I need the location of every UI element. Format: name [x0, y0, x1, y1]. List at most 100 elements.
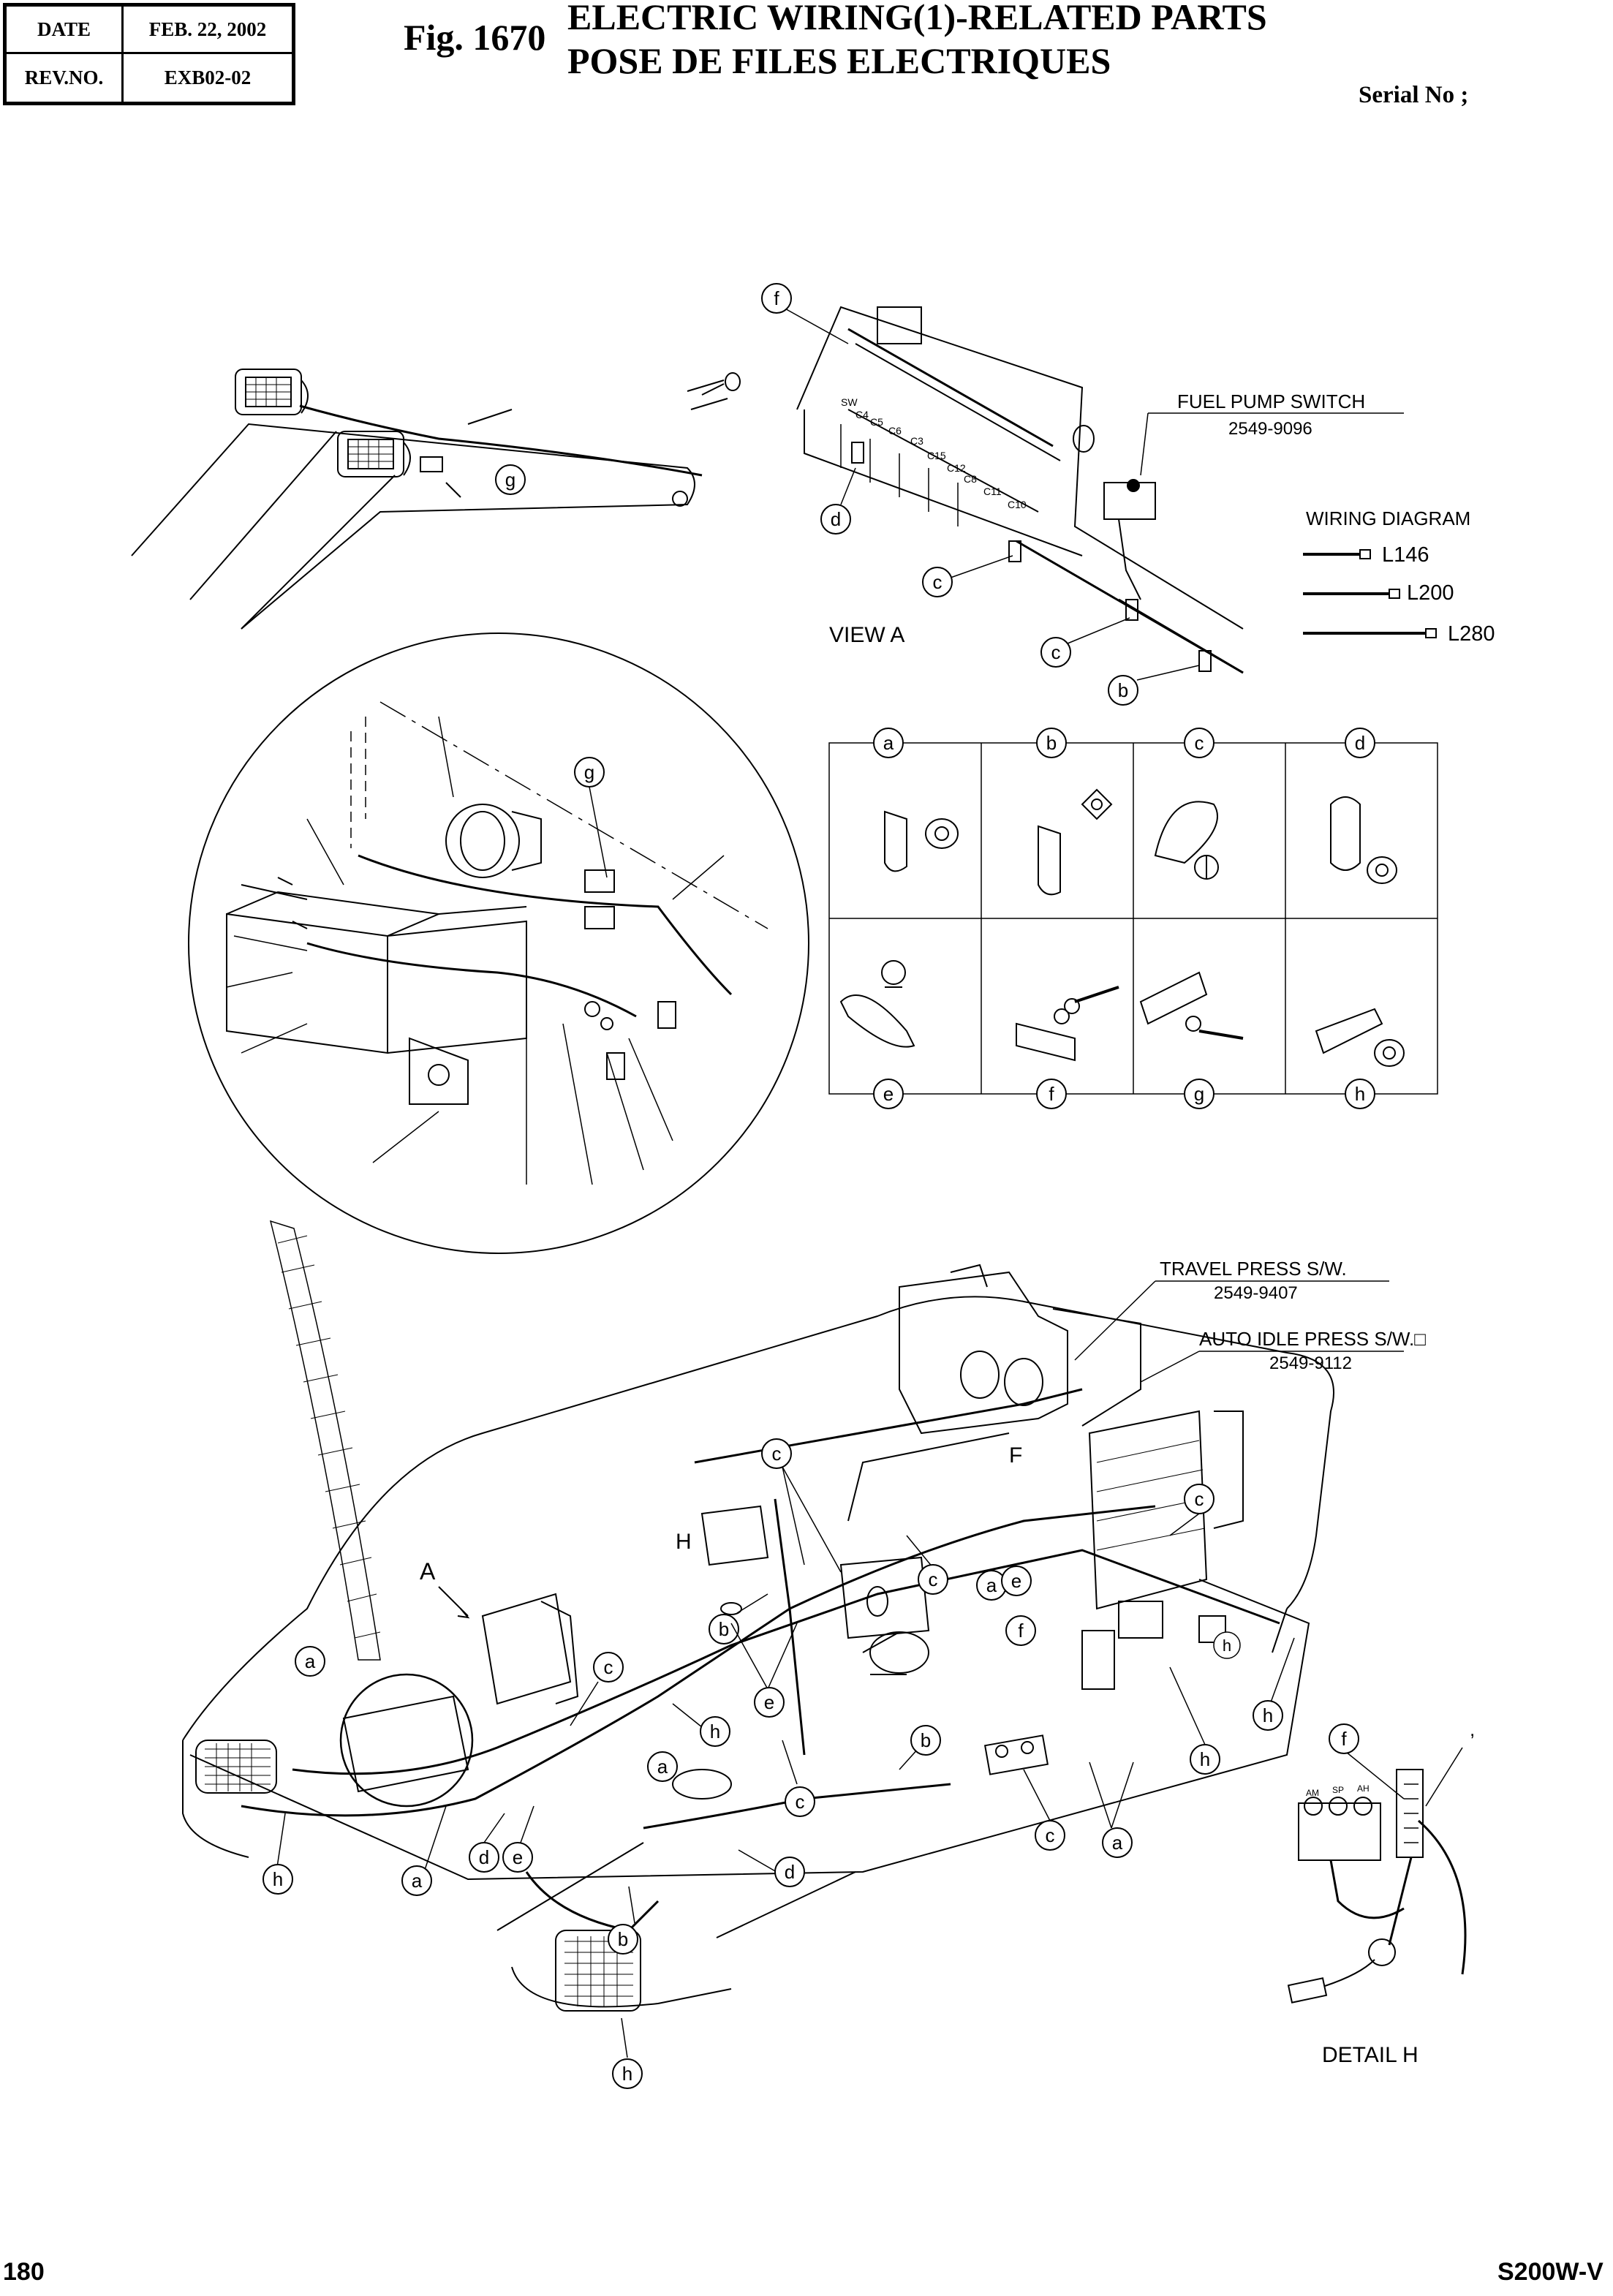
svg-text:AH: AH [1357, 1783, 1370, 1794]
svg-text:c: c [1195, 1488, 1204, 1510]
date-label: DATE [7, 7, 124, 54]
fuel-pump-switch-callout: FUEL PUMP SWITCH 2549-9096 [1140, 390, 1404, 476]
svg-text:c: c [1046, 1824, 1055, 1846]
svg-text:SP: SP [1332, 1785, 1344, 1795]
boom-work-lamps [131, 369, 703, 630]
balloon-g-circle: g [574, 757, 608, 878]
detail-h-drawing [1287, 1747, 1467, 2004]
fuse-label: C15 [927, 450, 946, 461]
svg-text:h: h [710, 1721, 720, 1742]
svg-text:g: g [584, 761, 594, 783]
svg-text:b: b [719, 1618, 729, 1640]
battery-detail-circle [188, 632, 809, 1254]
svg-text:c: c [772, 1443, 782, 1465]
svg-text:h: h [1223, 1636, 1231, 1655]
clip-b-label: b [1046, 732, 1057, 754]
travel-press-switch-part-no: 2549-9407 [1214, 1283, 1298, 1303]
machine-mark-labels: A H F [420, 1443, 1022, 1619]
fuse-label: C3 [910, 435, 923, 447]
figure-number: Fig. 1670 [404, 17, 546, 58]
clip-g-label: g [1194, 1083, 1204, 1105]
svg-text:a: a [412, 1870, 423, 1892]
svg-text:AM: AM [1306, 1788, 1319, 1798]
fuse-label: C6 [888, 425, 902, 437]
machine-assembly [182, 1264, 1334, 2012]
fuse-labels: SW C4 C5 C6 C3 C15 C12 C8 C11 C10 [841, 396, 1027, 510]
svg-text:b: b [1118, 679, 1128, 701]
view-a-arrow-label: A [420, 1558, 436, 1585]
serial-number-label: Serial No ; [1359, 82, 1469, 108]
detail-h-switch-labels: AM SP AH [1306, 1783, 1370, 1798]
title-english: ELECTRIC WIRING(1)-RELATED PARTS [567, 0, 1267, 37]
svg-text:a: a [1112, 1832, 1123, 1854]
detail-h-balloon-f: f [1329, 1723, 1359, 1754]
fuel-pump-switch-name: FUEL PUMP SWITCH [1177, 390, 1365, 412]
fuse-label: C4 [855, 409, 869, 420]
detail-h-marker: H [676, 1530, 692, 1554]
fuel-pump-switch-part-no: 2549-9096 [1228, 419, 1312, 439]
detail-h-label: DETAIL H [1322, 2043, 1419, 2067]
svg-text:h: h [273, 1868, 283, 1890]
svg-text:h: h [622, 2063, 632, 2085]
header-info-table: DATE FEB. 22, 2002 REV.NO. EXB02-02 [3, 3, 295, 105]
svg-text:a: a [986, 1574, 997, 1596]
clip-e-label: e [883, 1083, 894, 1105]
wire-length-l146: L146 [1382, 543, 1429, 567]
detail-h-comma: , [1470, 1718, 1475, 1740]
view-a-label: VIEW A [829, 623, 904, 647]
rev-label: REV.NO. [7, 54, 124, 102]
page-number: 180 [3, 2258, 45, 2286]
clip-legend-grid [828, 742, 1438, 1095]
clip-a-label: a [883, 732, 894, 754]
svg-text:e: e [513, 1846, 523, 1868]
svg-text:c: c [604, 1656, 613, 1678]
fuse-label: C12 [947, 462, 966, 474]
balloon-g-boom: g [495, 464, 526, 495]
model-number: S200W-V [1497, 2258, 1603, 2286]
view-a-balloons: f d c c b [761, 283, 1200, 706]
svg-text:d: d [785, 1861, 795, 1883]
rev-value: EXB02-02 [164, 67, 252, 88]
machine-balloons: c a a a a a b b b c c c c c d d e e e f [262, 1438, 1295, 2089]
press-switch-callouts: TRAVEL PRESS S/W. 2549-9407 AUTO IDLE PR… [1074, 1258, 1426, 1383]
svg-text:b: b [618, 1928, 628, 1950]
svg-text:f: f [1018, 1620, 1024, 1642]
svg-text:d: d [831, 508, 841, 530]
clip-c-label: c [1195, 732, 1204, 754]
wiring-diagram-title: WIRING DIAGRAM [1306, 507, 1470, 529]
svg-text:h: h [1263, 1704, 1273, 1726]
svg-text:c: c [929, 1568, 938, 1590]
f-marker: F [1009, 1443, 1022, 1468]
wiring-diagram-legend: WIRING DIAGRAM L146 L200 L280 [1303, 507, 1495, 646]
travel-press-switch-name: TRAVEL PRESS S/W. [1160, 1258, 1347, 1280]
auto-idle-switch-name: AUTO IDLE PRESS S/W.□ [1199, 1328, 1426, 1350]
detail-connector-band [269, 1220, 381, 1661]
fuse-label: SW [841, 396, 858, 408]
svg-text:a: a [305, 1650, 316, 1672]
svg-text:f: f [1341, 1728, 1347, 1750]
fuse-label: C5 [870, 416, 883, 428]
svg-text:g: g [505, 469, 515, 491]
clip-h-label: h [1355, 1083, 1365, 1105]
wire-length-l280: L280 [1448, 622, 1495, 646]
svg-text:b: b [921, 1729, 931, 1751]
clip-legend-letters: a b c d e f g h [873, 728, 1375, 1109]
title-french: POSE DE FILES ELECTRIQUES [567, 40, 1111, 81]
svg-text:a: a [657, 1756, 668, 1778]
wire-length-l200: L200 [1407, 581, 1454, 605]
svg-text:d: d [479, 1846, 489, 1868]
clip-d-label: d [1355, 732, 1365, 754]
svg-text:c: c [796, 1791, 805, 1813]
svg-text:f: f [774, 287, 779, 309]
fuse-label: C10 [1008, 499, 1027, 510]
svg-text:h: h [1200, 1748, 1210, 1770]
auto-idle-switch-part-no: 2549-9112 [1269, 1353, 1352, 1373]
svg-text:c: c [1051, 641, 1061, 663]
svg-text:e: e [764, 1691, 774, 1713]
fuse-label: C11 [983, 486, 1002, 497]
svg-text:e: e [1011, 1570, 1021, 1592]
fuse-box-view-a [687, 306, 1244, 674]
svg-text:c: c [933, 571, 943, 593]
date-value: FEB. 22, 2002 [124, 7, 292, 54]
